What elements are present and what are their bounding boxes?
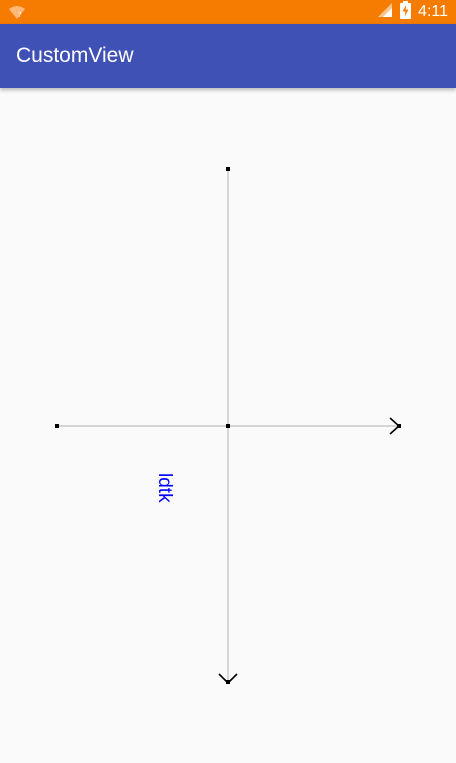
svg-text:?: ?	[18, 11, 22, 19]
cell-signal-icon	[377, 2, 393, 23]
top-point-marker	[226, 167, 230, 171]
clock-time: 4:11	[418, 3, 448, 20]
app-bar: CustomView	[0, 24, 456, 88]
battery-charging-icon	[400, 0, 412, 24]
rotated-text-label: ldtk	[154, 473, 175, 503]
status-bar: ? 4:11	[0, 0, 456, 24]
right-arrow-head	[389, 417, 401, 435]
status-icons: 4:11	[377, 0, 448, 24]
custom-view-drawing	[55, 167, 401, 685]
left-point-marker	[55, 424, 59, 428]
down-arrow-head	[218, 673, 238, 685]
custom-view-canvas	[0, 88, 456, 763]
wifi-icon: ?	[8, 4, 26, 20]
app-title: CustomView	[16, 44, 134, 67]
center-point-marker	[226, 424, 230, 428]
